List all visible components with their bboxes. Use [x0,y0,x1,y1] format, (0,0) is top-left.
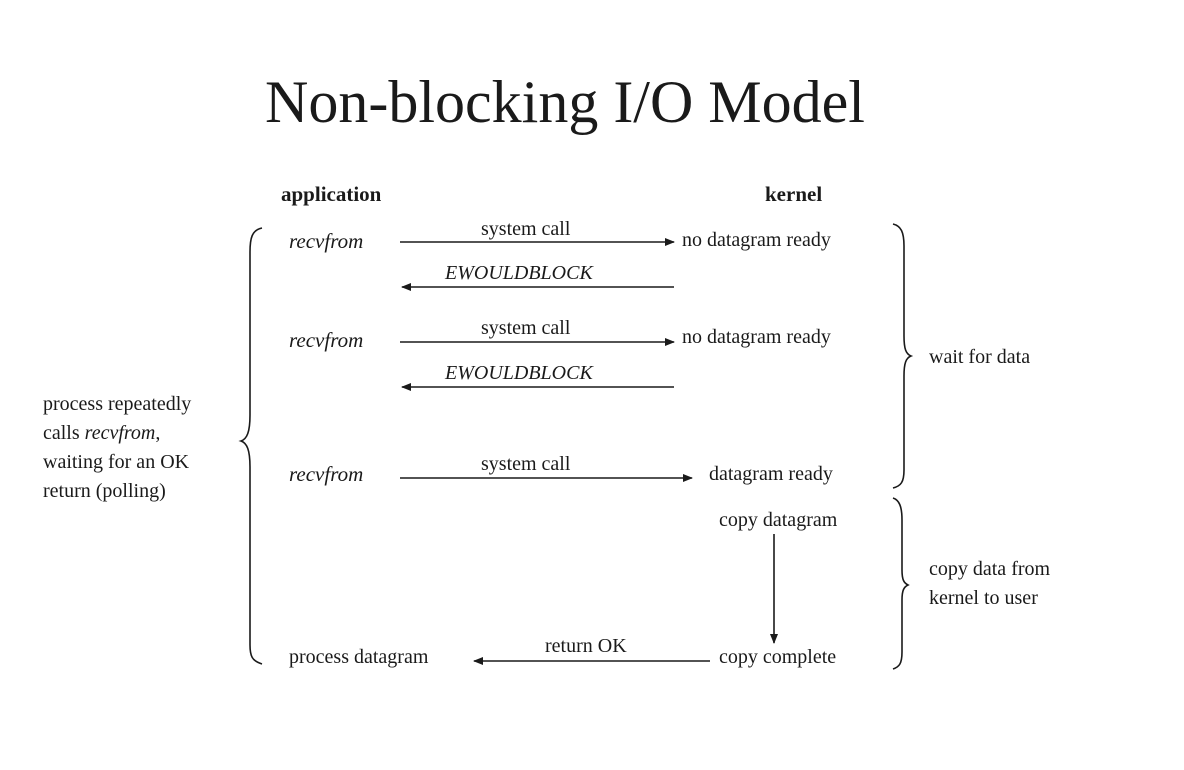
recvfrom-label: recvfrom [289,328,364,352]
polling-note-line4: return (polling) [43,480,166,502]
wait-for-data-brace [892,223,914,489]
polling-note-line1: process repeatedly [43,393,192,415]
ewouldblock-label: EWOULDBLOCK [445,362,593,384]
polling-note-line3: waiting for an OK [43,451,190,473]
polling-note-line2: calls recvfrom, [43,419,191,448]
system-call-label: system call [481,218,571,240]
copy-data-brace [892,497,910,670]
system-call-label: system call [481,317,571,339]
copy-data-line1: copy data from [929,558,1051,580]
polling-note-prefix: calls [43,422,85,444]
ewouldblock-label: EWOULDBLOCK [445,262,593,284]
process-datagram-label: process datagram [289,646,429,668]
polling-note: process repeatedly calls recvfrom, waiti… [43,390,191,506]
wait-for-data-label: wait for data [929,346,1031,368]
copy-data-label: copy data from kernel to user [929,555,1050,613]
kernel-header: kernel [765,182,823,206]
application-header: application [281,182,382,206]
polling-note-recvfrom: recvfrom [84,422,156,444]
recvfrom-label: recvfrom [289,462,364,486]
copy-complete-label: copy complete [719,646,837,668]
diagram-title: Non-blocking I/O Model [265,69,865,135]
kernel-status-label: datagram ready [709,463,833,485]
copy-data-line2: kernel to user [929,587,1038,609]
recvfrom-label: recvfrom [289,229,364,253]
return-ok-label: return OK [545,635,627,657]
polling-note-suffix: , [155,422,161,444]
copy-datagram-label: copy datagram [719,509,838,531]
system-call-label: system call [481,453,571,475]
kernel-status-label: no datagram ready [682,326,831,348]
polling-brace [238,227,263,665]
kernel-status-label: no datagram ready [682,229,831,251]
